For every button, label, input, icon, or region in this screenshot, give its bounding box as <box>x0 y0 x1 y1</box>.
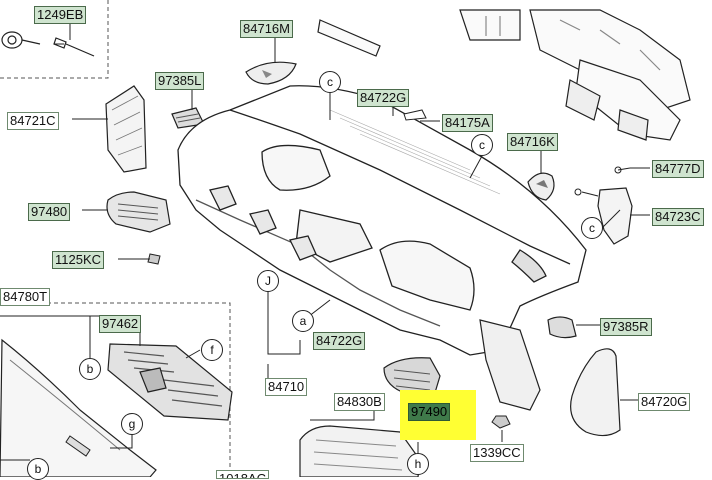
callout-f: f <box>201 339 223 361</box>
part-label-bottom-partial[interactable]: 1018AC <box>216 470 269 479</box>
part-label-84721c[interactable]: 84721C <box>7 112 59 130</box>
part-label-84723c[interactable]: 84723C <box>652 208 704 226</box>
part-label-97385l[interactable]: 97385L <box>155 72 205 90</box>
part-label-84722g-mid[interactable]: 84722G <box>313 332 366 350</box>
vent-97385r <box>547 316 577 339</box>
part-label-84716m[interactable]: 84716M <box>240 20 293 38</box>
air-duct <box>459 9 691 141</box>
callout-c-top: c <box>319 71 341 93</box>
part-label-1249eb[interactable]: 1249EB <box>34 6 87 24</box>
pad-84716k <box>527 172 555 201</box>
detail-box-top-left <box>0 0 109 79</box>
cover-84716m <box>245 61 297 85</box>
clip-part <box>1 31 95 57</box>
callout-c-right: c <box>581 217 603 239</box>
callout-b-upper: b <box>79 358 101 380</box>
callout-h: h <box>407 453 429 475</box>
callout-g: g <box>121 413 143 435</box>
bracket-84723c <box>597 187 633 245</box>
part-label-84175a[interactable]: 84175A <box>442 114 493 132</box>
panel-84720g <box>570 348 621 437</box>
detail-box-bottom-left <box>0 302 231 477</box>
part-label-84777d[interactable]: 84777D <box>652 160 704 178</box>
panel-84780t <box>0 338 157 477</box>
part-label-84780t[interactable]: 84780T <box>0 288 51 306</box>
part-label-97462[interactable]: 97462 <box>99 315 142 333</box>
part-label-84722g-top[interactable]: 84722G <box>357 89 410 107</box>
callout-j: J <box>257 270 279 292</box>
part-label-84710[interactable]: 84710 <box>265 378 308 396</box>
part-label-84720g[interactable]: 84720G <box>638 393 691 411</box>
part-label-97490-selected[interactable]: 97490 <box>408 403 451 421</box>
dashboard-panel <box>177 85 587 356</box>
part-label-97480[interactable]: 97480 <box>28 203 71 221</box>
callout-a: a <box>292 310 314 332</box>
part-label-97385r[interactable]: 97385R <box>600 318 652 336</box>
part-label-84716k[interactable]: 84716K <box>507 133 558 151</box>
callout-c-middle: c <box>471 134 493 156</box>
part-label-1339cc[interactable]: 1339CC <box>470 444 524 462</box>
part-label-1125kc[interactable]: 1125KC <box>52 251 105 269</box>
part-label-84830b[interactable]: 84830B <box>334 393 385 411</box>
vent-97462 <box>107 343 233 421</box>
